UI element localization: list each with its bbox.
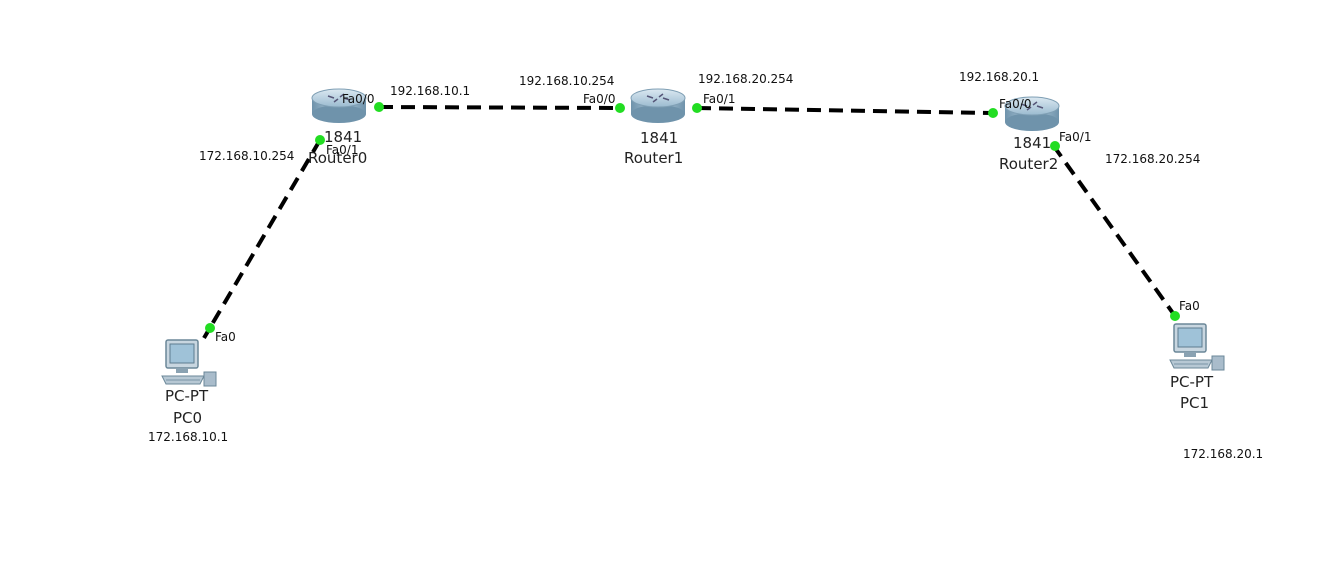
port-indicator-r0-fa01 bbox=[315, 135, 325, 145]
router0-port-fa01: Fa0/1 bbox=[326, 143, 359, 157]
port-indicator-r2-fa00 bbox=[988, 108, 998, 118]
router-icon[interactable] bbox=[1003, 96, 1061, 134]
port-indicator-r1-fa01 bbox=[692, 103, 702, 113]
link-r1-r2[interactable] bbox=[696, 106, 994, 115]
port-indicator-pc0-fa0 bbox=[205, 323, 215, 333]
router1-name: Router1 bbox=[624, 149, 684, 167]
router2-name: Router2 bbox=[999, 155, 1059, 173]
port-indicator-r1-fa00 bbox=[615, 103, 625, 113]
router0-fa01-ip: 172.168.10.254 bbox=[199, 149, 295, 163]
router1-fa00-ip: 192.168.10.254 bbox=[519, 74, 615, 88]
pc1-port-fa0: Fa0 bbox=[1179, 299, 1200, 313]
router-icon[interactable] bbox=[310, 88, 368, 126]
pc1-ip: 172.168.20.1 bbox=[1183, 447, 1264, 461]
router2-port-fa01: Fa0/1 bbox=[1059, 130, 1092, 144]
port-indicator-pc1-fa0 bbox=[1170, 311, 1180, 321]
router0-model: 1841 bbox=[324, 128, 363, 146]
router-icon[interactable] bbox=[629, 88, 687, 126]
router2-fa01-ip: 172.168.20.254 bbox=[1105, 152, 1201, 166]
pc-icon[interactable] bbox=[160, 338, 222, 390]
router0-fa00-ip: 192.168.10.1 bbox=[390, 84, 471, 98]
pc1-name: PC1 bbox=[1180, 394, 1210, 412]
router0-port-fa00: Fa0/0 bbox=[342, 92, 375, 106]
router2-fa00-ip: 192.168.20.1 bbox=[959, 70, 1040, 84]
pc0-model: PC-PT bbox=[165, 387, 209, 405]
router2-model: 1841 bbox=[1013, 134, 1052, 152]
port-indicator-r0-fa00 bbox=[374, 102, 384, 112]
port-indicator-r2-fa01 bbox=[1050, 141, 1060, 151]
router1-model: 1841 bbox=[640, 129, 679, 147]
link-r2-pc1[interactable] bbox=[1051, 143, 1177, 318]
router2-port-fa00: Fa0/0 bbox=[999, 97, 1032, 111]
pc0-name: PC0 bbox=[173, 409, 203, 427]
router1-fa01-ip: 192.168.20.254 bbox=[698, 72, 794, 86]
pc0-port-fa0: Fa0 bbox=[215, 330, 236, 344]
pc0-ip: 172.168.10.1 bbox=[148, 430, 229, 444]
pc1-model: PC-PT bbox=[1170, 373, 1214, 391]
router0-name: Router0 bbox=[308, 149, 368, 167]
router1-port-fa00: Fa0/0 bbox=[583, 92, 616, 106]
router1-port-fa01: Fa0/1 bbox=[703, 92, 736, 106]
link-r0-pc0[interactable] bbox=[202, 138, 322, 340]
link-r0-r1[interactable] bbox=[378, 105, 621, 110]
pc-icon[interactable] bbox=[1168, 322, 1230, 374]
